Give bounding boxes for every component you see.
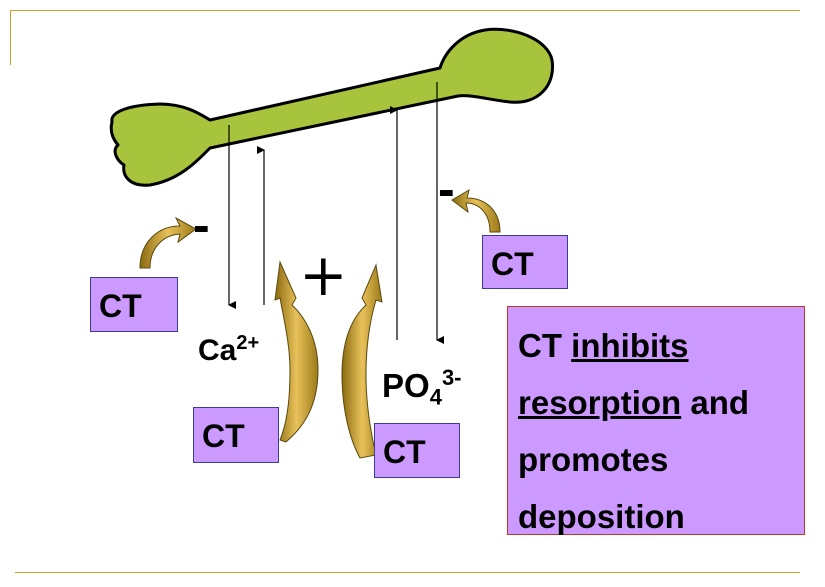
note-inhibits: inhibits	[571, 327, 689, 364]
explanation-note: CT inhibits resorption and promotes depo…	[507, 306, 805, 535]
note-resorption: resorption	[518, 384, 682, 421]
calcium-symbol: Ca	[198, 334, 237, 367]
phosphate-subscript: 4	[429, 384, 442, 410]
phosphate-ion-label: PO43-	[382, 365, 462, 411]
curved-arrow-right	[451, 188, 501, 233]
curved-arrow-left	[139, 216, 197, 269]
bone-shape	[109, 27, 555, 187]
frame-top-line	[10, 10, 800, 11]
note-part1: CT	[518, 327, 572, 364]
ct-box-left: CT	[90, 277, 178, 332]
calcium-charge: 2+	[236, 332, 260, 354]
phosphate-symbol: PO	[382, 367, 430, 404]
calcium-ion-label: Ca2+	[198, 332, 259, 368]
curved-arrow-big-2	[341, 263, 383, 459]
ct-box-bottom-center: CT	[374, 423, 460, 478]
note-part2: and promotes deposition	[518, 384, 750, 535]
ct-box-bottom-left: CT	[193, 407, 279, 463]
stimulation-plus-sign: +	[299, 241, 348, 309]
frame-left-line	[10, 10, 11, 65]
phosphate-charge: 3-	[441, 365, 462, 390]
curved-arrow-big-1	[274, 260, 319, 443]
inhibition-minus-right: -	[438, 161, 455, 217]
ct-box-right: CT	[482, 235, 568, 289]
inhibition-minus-left: -	[193, 197, 210, 253]
frame-bottom-line	[15, 572, 800, 573]
